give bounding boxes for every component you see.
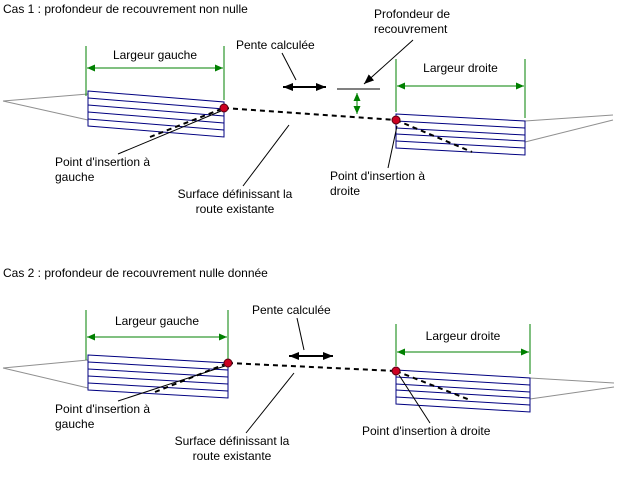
- cas2-left-width-dimension: [85, 310, 229, 360]
- cas1-left-insertion-point: [219, 103, 229, 113]
- cas2-largeur-gauche-label: Largeur gauche: [114, 314, 200, 328]
- cas2-point-droite-leader: [398, 374, 431, 424]
- cas2-right-road-section: [395, 369, 531, 413]
- cas2-right-width-dimension: [395, 324, 531, 374]
- cas2-title: Cas 2 : profondeur de recouvrement nulle…: [3, 266, 268, 280]
- cas1-profondeur-leader-arrow: [363, 39, 414, 85]
- cas2-existing-surface-dashed-line: [154, 362, 471, 401]
- cas1-right-insertion-point: [391, 115, 401, 125]
- cas1-largeur-gauche-label: Largeur gauche: [112, 48, 198, 62]
- cas2-point-insertion-gauche-label: Point d'insertion à gauche: [55, 402, 151, 431]
- cas1-pente-leader: [281, 52, 297, 81]
- cas2-right-insertion-point: [391, 366, 401, 376]
- cas2-surface-label: Surface définissant la route existante: [174, 434, 290, 463]
- cas1-profondeur-label: Profondeur de recouvrement: [374, 7, 451, 36]
- cas2-surface-leader: [245, 372, 295, 434]
- cas2-left-road-section: [87, 354, 229, 399]
- cas2-left-insertion-point: [223, 358, 233, 368]
- cas2-terrain: [2, 359, 615, 400]
- cas1-left-width-dimension: [85, 46, 225, 100]
- cas2-pente-label: Pente calculée: [252, 303, 331, 317]
- cas1-point-insertion-droite-label: Point d'insertion à droite: [330, 169, 426, 198]
- cas1-existing-surface-dashed-line: [149, 107, 473, 153]
- cas1-surface-label: Surface définissant la route existante: [177, 187, 293, 216]
- cas1-largeur-droite-label: Largeur droite: [423, 61, 498, 75]
- cas2-largeur-droite-label: Largeur droite: [425, 329, 501, 343]
- cas1-point-gauche-leader: [117, 110, 222, 155]
- cas2-pente-leader: [296, 317, 305, 351]
- cas2-leader-lines: [117, 317, 431, 434]
- cas1-point-insertion-gauche-label: Point d'insertion à gauche: [55, 155, 151, 184]
- cas1-terrain: [2, 93, 614, 143]
- cas1-right-width-dimension: [395, 59, 526, 118]
- cas1-surface-leader: [242, 124, 290, 187]
- cas1-title: Cas 1 : profondeur de recouvrement non n…: [3, 2, 248, 16]
- cas1-right-road-section: [395, 113, 526, 156]
- cas1-point-droite-leader: [387, 125, 398, 169]
- cas1-leader-lines: [117, 39, 414, 187]
- cas2-point-gauche-leader: [117, 365, 226, 402]
- cas2-point-insertion-droite-label: Point d'insertion à droite: [362, 424, 491, 438]
- cas1-left-road-section: [87, 90, 225, 138]
- cas1-pente-label: Pente calculée: [236, 38, 315, 52]
